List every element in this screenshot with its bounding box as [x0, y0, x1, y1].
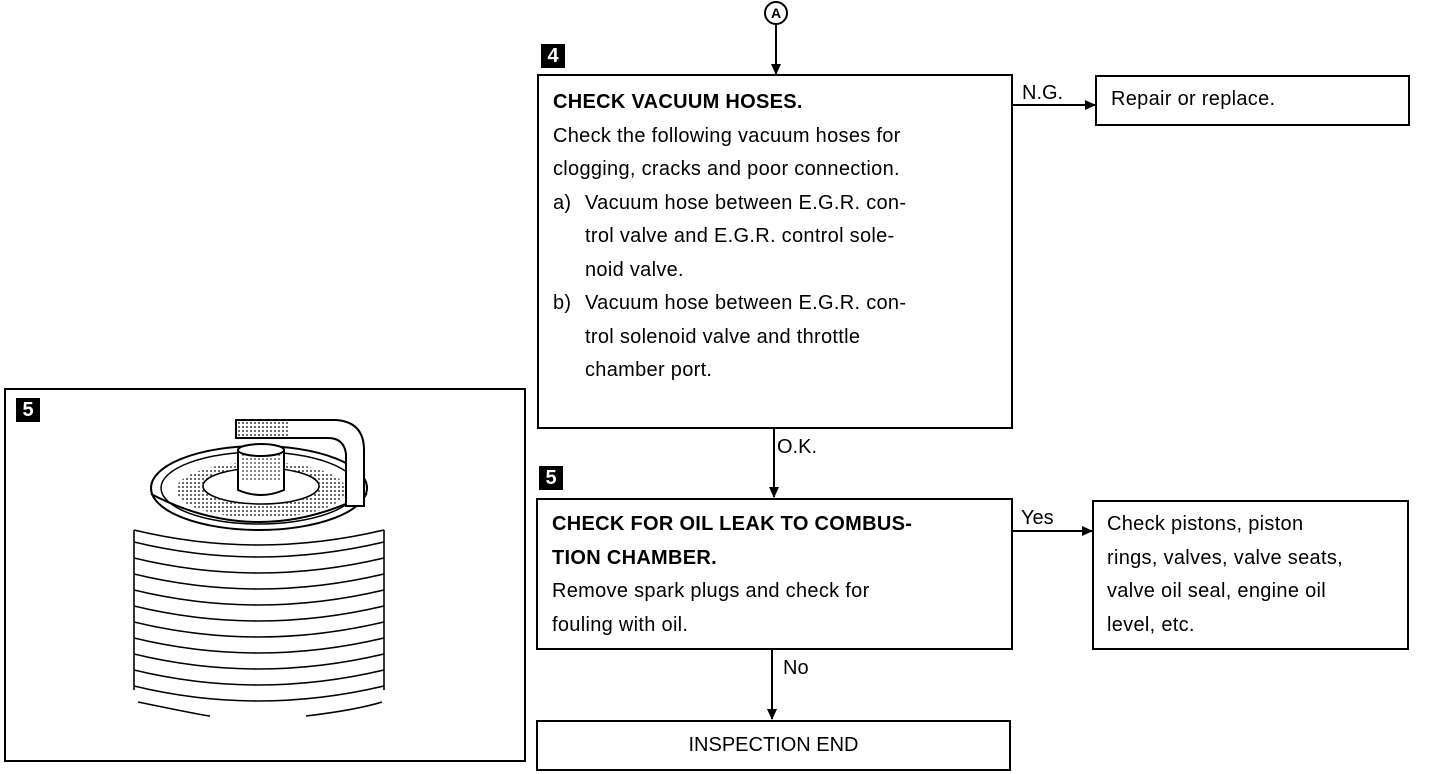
- item-key: a): [553, 191, 572, 214]
- ok-label: O.K.: [777, 436, 818, 458]
- step4-title: CHECK VACUUM HOSES.: [553, 91, 803, 113]
- step5-badge: 5: [539, 466, 563, 490]
- item-line: trol solenoid valve and throttle: [585, 325, 861, 348]
- yes-result-line: valve oil seal, engine oil: [1107, 580, 1327, 602]
- item-key: b): [553, 292, 572, 314]
- step5-line-1: Remove spark plugs and check for: [552, 580, 870, 602]
- figure-panel: 5: [4, 388, 526, 762]
- inspection-end-text: INSPECTION END: [688, 734, 859, 756]
- step5-line-2: fouling with oil.: [552, 613, 689, 636]
- figure-badge: 5: [16, 398, 40, 422]
- step4-item-a: a) Vacuum hose between E.G.R. con- trol …: [553, 187, 997, 288]
- yes-result-box: Check pistons, piston rings, valves, val…: [1092, 500, 1409, 650]
- step4-line-1: Check the following vacuum hoses for: [553, 124, 901, 147]
- item-line: Vacuum hose between E.G.R. con-: [585, 191, 907, 214]
- ng-label: N.G.: [1022, 82, 1064, 104]
- item-line: Vacuum hose between E.G.R. con-: [585, 292, 907, 314]
- ng-result-box: Repair or replace.: [1095, 75, 1410, 126]
- step5-title-2: TION CHAMBER.: [552, 546, 718, 569]
- yes-label: Yes: [1021, 507, 1054, 529]
- connector-a-label: A: [770, 5, 782, 21]
- step4-item-b: b) Vacuum hose between E.G.R. con- trol …: [553, 287, 997, 388]
- item-line: chamber port.: [585, 359, 713, 381]
- step4-badge: 4: [541, 44, 565, 68]
- inspection-end-box: INSPECTION END: [536, 720, 1011, 771]
- step5-title-1: CHECK FOR OIL LEAK TO COMBUS-: [552, 513, 913, 535]
- step4-line-2: clogging, cracks and poor connection.: [553, 158, 900, 180]
- plug-thread: [133, 529, 385, 717]
- ng-result-text: Repair or replace.: [1111, 88, 1276, 110]
- step4-box: CHECK VACUUM HOSES. Check the following …: [537, 74, 1013, 429]
- no-label: No: [783, 657, 809, 679]
- spark-plug-illustration: [133, 419, 385, 717]
- yes-result-line: level, etc.: [1107, 613, 1195, 636]
- item-line: trol valve and E.G.R. control sole-: [585, 225, 895, 247]
- yes-result-line: rings, valves, valve seats,: [1107, 546, 1343, 569]
- yes-result-line: Check pistons, piston: [1107, 513, 1304, 535]
- step5-box: CHECK FOR OIL LEAK TO COMBUS- TION CHAMB…: [536, 498, 1013, 650]
- item-line: noid valve.: [585, 258, 684, 281]
- connector-a-circle: [764, 1, 788, 25]
